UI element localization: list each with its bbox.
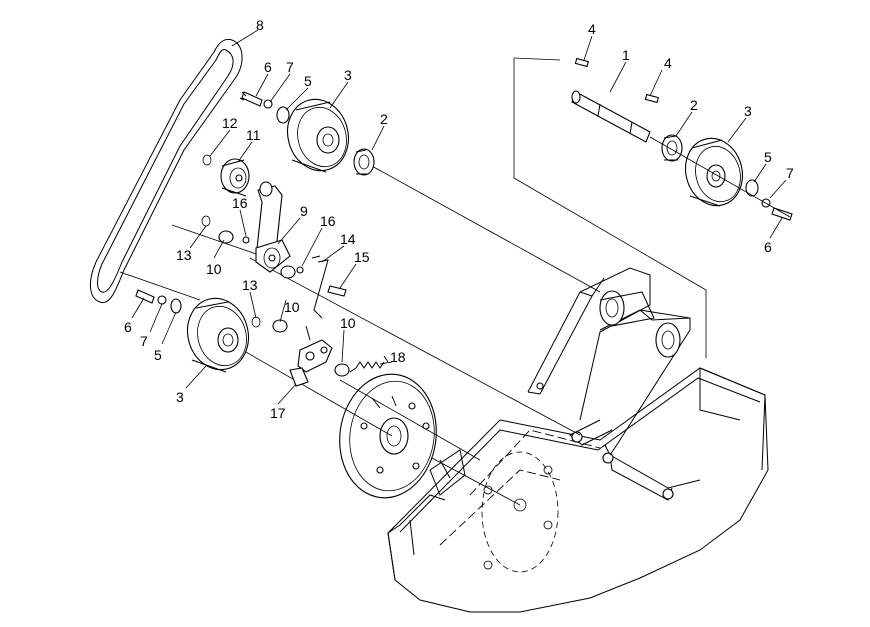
part-label-4: 4 xyxy=(664,55,672,71)
part-label-16: 16 xyxy=(232,195,248,211)
support-tower xyxy=(527,267,691,456)
part-label-8: 8 xyxy=(256,17,264,33)
part-label-2: 2 xyxy=(380,111,388,127)
part-label-13: 13 xyxy=(176,247,192,263)
part-label-14: 14 xyxy=(340,231,356,247)
part-label-18: 18 xyxy=(390,349,406,365)
shaft-assembly xyxy=(513,57,793,358)
drive-belt xyxy=(90,38,243,304)
idler-arm-assembly xyxy=(201,154,347,319)
part-label-6: 6 xyxy=(124,319,132,335)
part-label-11: 11 xyxy=(246,127,261,143)
part-label-1: 1 xyxy=(622,47,630,63)
part-label-5: 5 xyxy=(154,347,162,363)
part-label-6: 6 xyxy=(264,59,272,75)
part-labels: 8 6 7 5 3 2 12 11 16 9 16 14 15 13 10 13… xyxy=(124,17,794,421)
part-label-5: 5 xyxy=(304,73,312,89)
part-label-6: 6 xyxy=(764,239,772,255)
upper-pulley-assembly xyxy=(239,91,375,176)
mower-deck-housing xyxy=(387,367,769,613)
part-label-3: 3 xyxy=(176,389,184,405)
part-label-7: 7 xyxy=(140,333,148,349)
part-label-3: 3 xyxy=(344,67,352,83)
part-label-12: 12 xyxy=(222,115,238,131)
part-label-3: 3 xyxy=(744,103,752,119)
lower-pulley-assembly xyxy=(135,289,389,387)
leader-lines xyxy=(131,29,787,405)
part-label-4: 4 xyxy=(588,21,596,37)
part-label-10: 10 xyxy=(284,299,300,315)
part-label-16: 16 xyxy=(320,213,336,229)
clutch-flange-plate xyxy=(339,373,437,499)
part-label-15: 15 xyxy=(354,249,370,265)
part-label-7: 7 xyxy=(286,59,294,75)
part-label-10: 10 xyxy=(206,261,222,277)
part-label-17: 17 xyxy=(270,405,286,421)
part-label-13: 13 xyxy=(242,277,258,293)
part-label-2: 2 xyxy=(690,97,698,113)
part-label-7: 7 xyxy=(786,165,794,181)
part-label-5: 5 xyxy=(764,149,772,165)
part-label-9: 9 xyxy=(300,203,308,219)
axis-center-lines xyxy=(119,164,601,506)
part-label-10: 10 xyxy=(340,315,356,331)
